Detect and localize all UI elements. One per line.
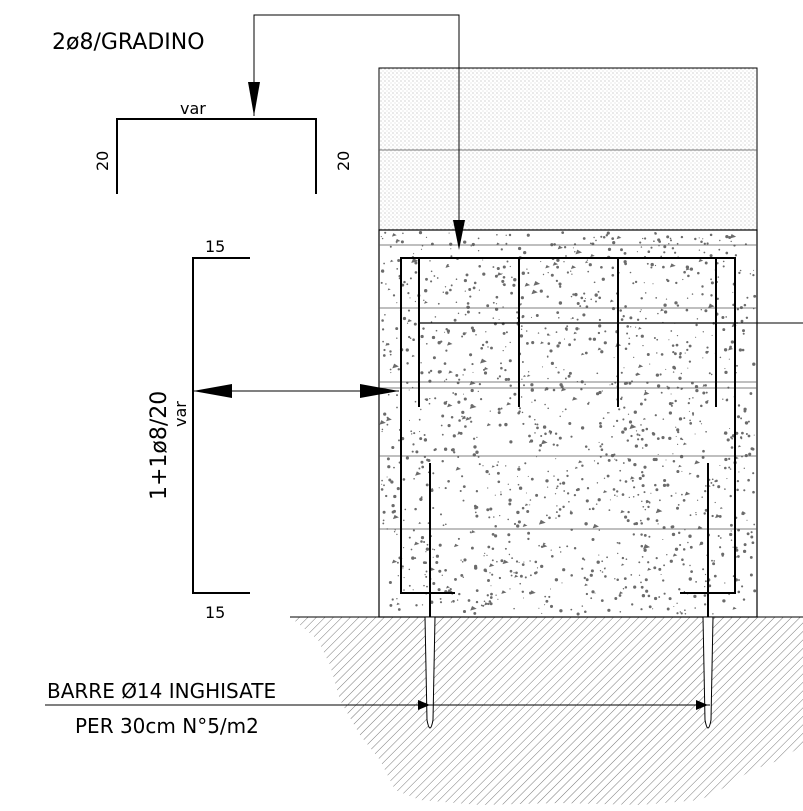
anchor-bars xyxy=(424,616,714,729)
stirrup-detail xyxy=(116,118,317,194)
dim-right-20: 20 xyxy=(334,151,353,171)
dim-var-side: var xyxy=(171,401,190,427)
side-bar-detail xyxy=(192,257,399,594)
stirrup-label: 2ø8/GRADINO xyxy=(52,30,205,55)
dim-15-bottom: 15 xyxy=(205,603,225,622)
soil-ground xyxy=(290,616,803,805)
side-bar-label: 1+1ø8/20 xyxy=(147,391,172,500)
concrete-wall xyxy=(378,229,758,618)
dim-left-20: 20 xyxy=(93,151,112,171)
anchor-label-line1: BARRE Ø14 INGHISATE xyxy=(47,679,276,703)
dim-15-top: 15 xyxy=(205,237,225,256)
top-fill-layer xyxy=(378,67,758,231)
concrete-aggregate xyxy=(379,231,757,616)
leader-stirrup xyxy=(248,14,465,250)
rebar-cage xyxy=(400,257,738,617)
anchor-leader xyxy=(45,700,710,710)
anchor-label-line2: PER 30cm N°5/m2 xyxy=(75,714,259,738)
dim-var-top: var xyxy=(180,99,206,118)
